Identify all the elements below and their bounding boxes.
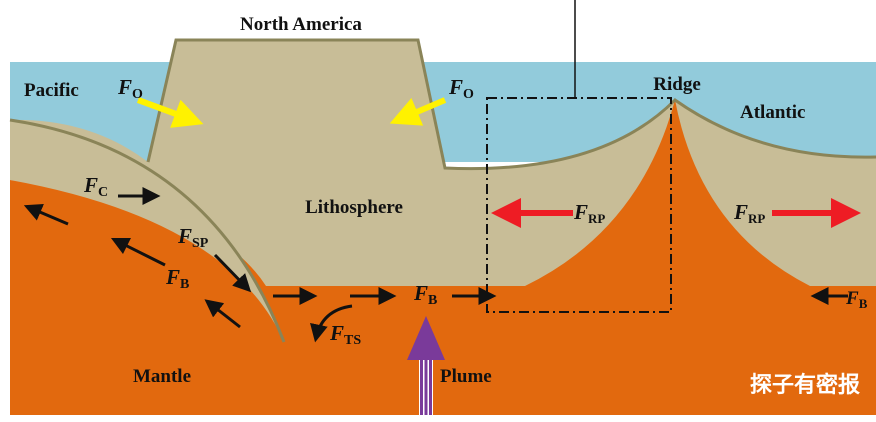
fo-right-arrow	[389, 97, 447, 126]
mantle-flow-arrow-1	[23, 203, 69, 226]
black-force-arrows	[23, 187, 848, 343]
label-frp-right: FRP	[733, 200, 765, 226]
label-ridge: Ridge	[653, 74, 701, 95]
subducting-slab	[10, 120, 284, 342]
watermark: 探子有密报	[750, 372, 860, 398]
label-mantle: Mantle	[133, 366, 191, 387]
label-fb-right: FB	[845, 288, 868, 311]
mantle-flow-arrow-3	[204, 299, 241, 329]
label-plume: Plume	[440, 366, 492, 387]
label-north-america: North America	[240, 14, 362, 35]
fo-left-arrow	[136, 97, 204, 128]
slab-top-edge	[9, 118, 286, 343]
label-fc: FC	[83, 173, 108, 200]
mantle-flow-arrow-2	[110, 237, 166, 267]
label-frp-left: FRP	[573, 200, 605, 226]
label-fb-base: FB	[413, 281, 437, 308]
zoom-box	[486, 97, 672, 313]
fsp-arrow	[213, 253, 252, 293]
label-fts: FTS	[329, 321, 361, 348]
fts-arrow	[310, 304, 353, 343]
label-pacific: Pacific	[24, 80, 79, 101]
label-lithosphere: Lithosphere	[305, 197, 403, 218]
label-fo-left: FO	[117, 75, 143, 102]
continent-outline	[146, 38, 876, 171]
label-atlantic: Atlantic	[740, 102, 805, 123]
label-fsp: FSP	[177, 224, 209, 251]
label-fo-right: FO	[448, 75, 474, 102]
mantle-layer	[10, 100, 876, 415]
label-fb-slab: FB	[165, 265, 189, 292]
plume-arrow	[407, 316, 445, 415]
